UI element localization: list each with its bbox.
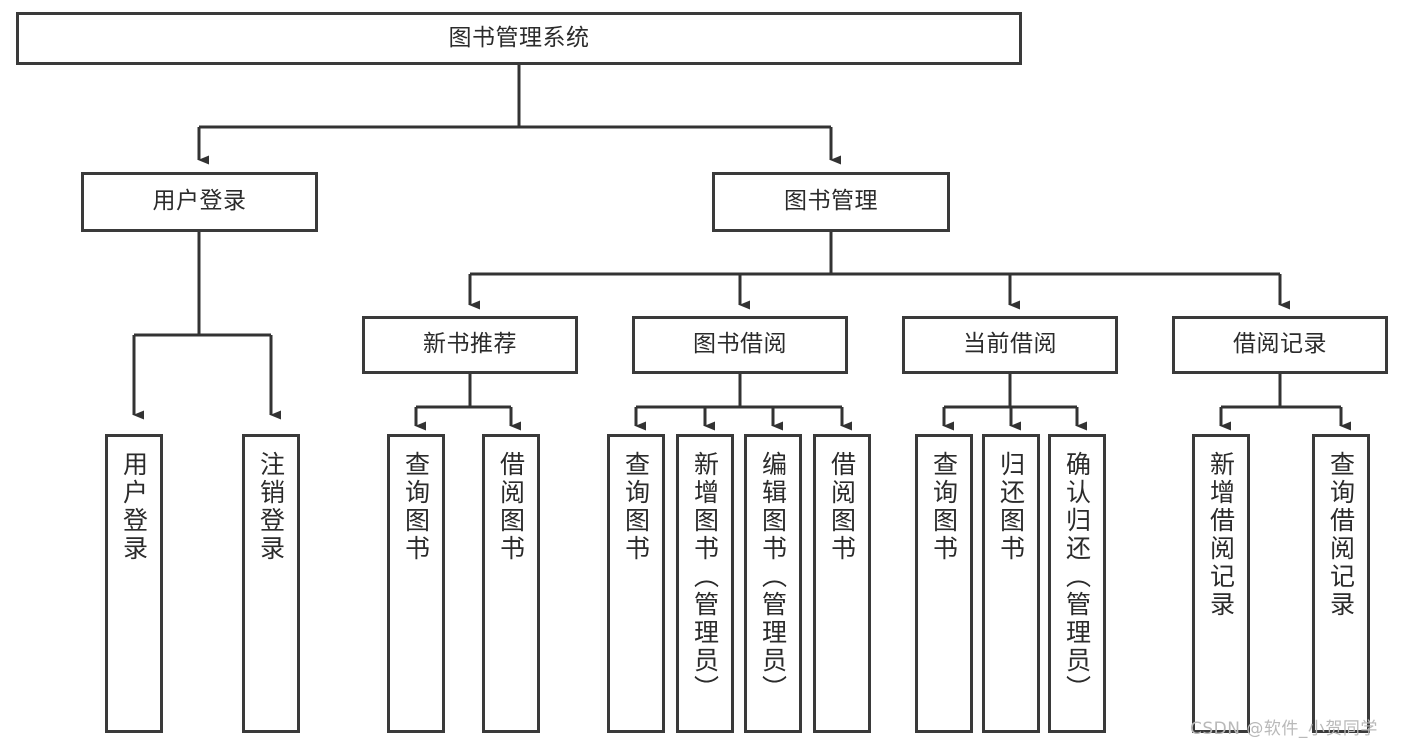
leaf-user-login-login[interactable]: 用户登录 xyxy=(105,434,163,733)
leaf-book-borrow-query-book-label: 查询图书 xyxy=(621,451,651,563)
leaf-book-borrow-edit-book-admin-label: 编辑图书（管理员） xyxy=(758,451,788,703)
node-book-borrow-label: 图书借阅 xyxy=(693,331,787,358)
node-root-system-label: 图书管理系统 xyxy=(448,24,590,51)
leaf-book-borrow-add-book-admin[interactable]: 新增图书（管理员） xyxy=(676,434,734,733)
csdn-watermark: CSDN @软件_小贺同学 xyxy=(1190,719,1378,739)
leaf-current-borrow-query-book-label: 查询图书 xyxy=(929,451,959,563)
node-user-login[interactable]: 用户登录 xyxy=(81,172,318,232)
leaf-book-borrow-add-book-admin-label: 新增图书（管理员） xyxy=(690,451,720,703)
leaf-user-login-login-label: 用户登录 xyxy=(119,451,149,563)
leaf-user-login-logout-label: 注销登录 xyxy=(256,451,286,563)
leaf-current-borrow-confirm-return-admin[interactable]: 确认归还（管理员） xyxy=(1048,434,1106,733)
node-current-borrow[interactable]: 当前借阅 xyxy=(902,316,1118,374)
node-borrow-record[interactable]: 借阅记录 xyxy=(1172,316,1388,374)
leaf-current-borrow-return-book-label: 归还图书 xyxy=(996,451,1026,563)
leaf-new-book-query-book[interactable]: 查询图书 xyxy=(387,434,445,733)
leaf-new-book-borrow-book[interactable]: 借阅图书 xyxy=(482,434,540,733)
leaf-new-book-borrow-book-label: 借阅图书 xyxy=(496,451,526,563)
leaf-book-borrow-query-book[interactable]: 查询图书 xyxy=(607,434,665,733)
node-user-login-label: 用户登录 xyxy=(152,188,247,215)
leaf-user-login-logout[interactable]: 注销登录 xyxy=(242,434,300,733)
node-new-book-recommend-label: 新书推荐 xyxy=(423,331,517,358)
node-root-system[interactable]: 图书管理系统 xyxy=(16,12,1022,65)
leaf-current-borrow-confirm-return-admin-label: 确认归还（管理员） xyxy=(1062,451,1092,703)
leaf-borrow-record-add-record-label: 新增借阅记录 xyxy=(1206,451,1236,619)
leaf-borrow-record-add-record[interactable]: 新增借阅记录 xyxy=(1192,434,1250,733)
node-book-management[interactable]: 图书管理 xyxy=(712,172,950,232)
leaf-current-borrow-return-book[interactable]: 归还图书 xyxy=(982,434,1040,733)
leaf-new-book-query-book-label: 查询图书 xyxy=(401,451,431,563)
leaf-borrow-record-query-record-label: 查询借阅记录 xyxy=(1326,451,1356,619)
leaf-book-borrow-borrow-book-label: 借阅图书 xyxy=(827,451,857,563)
leaf-borrow-record-query-record[interactable]: 查询借阅记录 xyxy=(1312,434,1370,733)
node-current-borrow-label: 当前借阅 xyxy=(963,331,1057,358)
node-book-borrow[interactable]: 图书借阅 xyxy=(632,316,848,374)
leaf-book-borrow-edit-book-admin[interactable]: 编辑图书（管理员） xyxy=(744,434,802,733)
node-borrow-record-label: 借阅记录 xyxy=(1233,331,1327,358)
leaf-current-borrow-query-book[interactable]: 查询图书 xyxy=(915,434,973,733)
leaf-book-borrow-borrow-book[interactable]: 借阅图书 xyxy=(813,434,871,733)
node-book-management-label: 图书管理 xyxy=(784,188,878,215)
node-new-book-recommend[interactable]: 新书推荐 xyxy=(362,316,578,374)
